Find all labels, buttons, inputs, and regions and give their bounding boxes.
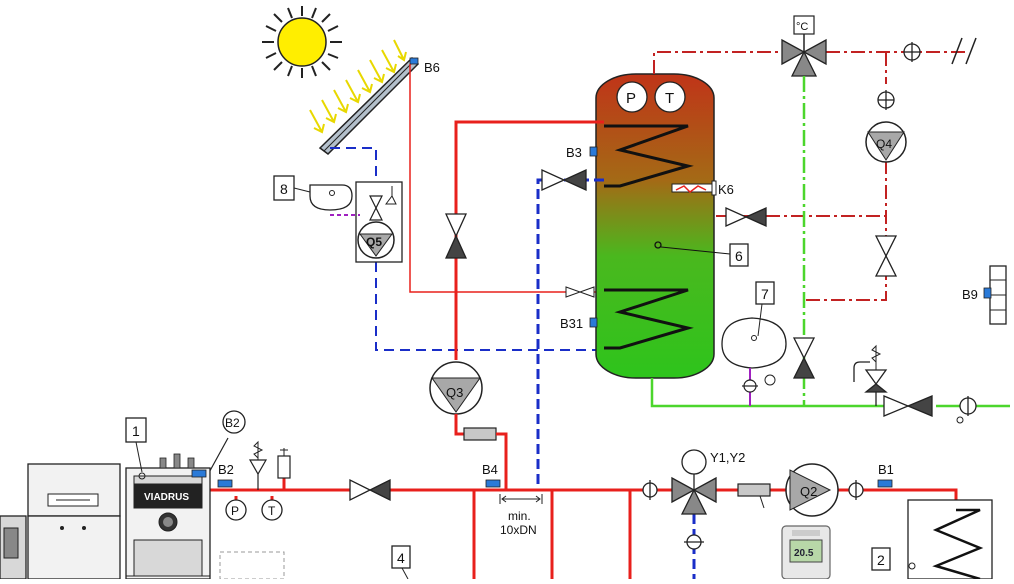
label-b4: B4 xyxy=(482,462,498,477)
thermometer-boiler xyxy=(261,499,283,521)
number-6: 6 xyxy=(735,248,743,264)
label-b6: B6 xyxy=(424,60,440,75)
solar-return-pipe xyxy=(330,147,598,351)
number-2: 2 xyxy=(877,552,885,568)
label-b9: B9 xyxy=(962,287,978,302)
pump-q3-label: Q3 xyxy=(446,385,463,400)
valve-dhw-circ xyxy=(874,235,898,277)
pump-q4 xyxy=(865,121,907,163)
label-y1y2: Y1,Y2 xyxy=(710,450,745,465)
check-valve-dhw-top xyxy=(903,42,921,62)
label-b31: B31 xyxy=(560,316,583,331)
sun xyxy=(262,6,342,78)
dhw-tap-hatch xyxy=(951,37,977,65)
valve-cold-inlet xyxy=(883,395,933,417)
valve-tank-charge xyxy=(444,213,468,259)
sensor-b2-boiler xyxy=(191,469,207,478)
label-b2: B2 xyxy=(218,462,234,477)
check-valve-q4 xyxy=(877,90,895,110)
sensor-b3 xyxy=(589,146,598,157)
label-b1: B1 xyxy=(878,462,894,477)
fuel-hopper xyxy=(0,463,121,580)
expansion-vessel-8 xyxy=(309,184,353,211)
number-8: 8 xyxy=(280,181,288,197)
air-vent xyxy=(277,448,291,479)
pump-q4-label: Q4 xyxy=(876,137,892,151)
label-10xdn: 10xDN xyxy=(500,523,537,537)
valve-cold-mixer xyxy=(792,337,816,379)
check-valve-cold xyxy=(956,396,977,424)
q3-to-header xyxy=(496,432,508,490)
label-min: min. xyxy=(508,509,531,523)
pressure-gauge-tank xyxy=(616,81,648,113)
check-valve-header xyxy=(642,480,658,500)
pump-q2 xyxy=(785,463,839,517)
label-b3: B3 xyxy=(566,145,582,160)
pump-q2-label: Q2 xyxy=(800,484,817,499)
valve-coil-return xyxy=(541,168,587,192)
sensor-b6 xyxy=(409,57,419,65)
min-distance-marker xyxy=(499,494,543,504)
heat-exchanger-2 xyxy=(907,499,993,581)
tank-charging-flow xyxy=(454,120,604,360)
controller-display: 20.5 xyxy=(794,548,814,559)
solar-flow-pipe xyxy=(409,64,620,293)
safety-valve-boiler xyxy=(248,440,268,490)
mixing-valve-y1y2 xyxy=(671,449,717,515)
room-controller xyxy=(781,525,831,580)
dashed-frame xyxy=(219,551,285,580)
number-1: 1 xyxy=(132,423,140,439)
sensor-b1 xyxy=(877,479,893,488)
sensor-b2-tag xyxy=(222,410,246,434)
valve-solar-flow xyxy=(565,286,595,298)
cold-water-line xyxy=(650,378,1010,408)
sensor-b31 xyxy=(589,317,598,328)
number-box-2 xyxy=(871,547,891,571)
filter-q3 xyxy=(463,427,497,441)
number-box-7 xyxy=(755,281,775,305)
pump-q5-label: Q5 xyxy=(366,235,382,249)
number-box-4 xyxy=(391,545,411,569)
safety-valve-dhw xyxy=(853,344,888,406)
sensor-b4 xyxy=(485,479,501,488)
filter-q2 xyxy=(737,483,771,509)
sun-rays xyxy=(309,39,407,134)
gauge-t-boiler: T xyxy=(268,504,276,518)
storage-tank-6 xyxy=(595,73,731,379)
label-k6: K6 xyxy=(718,182,734,197)
boiler-brand: VIADRUS xyxy=(144,492,189,503)
gauge-t-tank: T xyxy=(665,90,674,107)
sensor-b2 xyxy=(217,479,233,488)
solar-station-q5 xyxy=(355,181,403,263)
gauge-p-tank: P xyxy=(626,90,636,107)
number-7: 7 xyxy=(761,286,769,302)
check-valve-q2 xyxy=(848,480,864,500)
check-valve-cold-return xyxy=(684,534,704,550)
number-4: 4 xyxy=(397,550,405,566)
thermometer-tank xyxy=(654,81,686,113)
number-box-6 xyxy=(729,243,749,267)
boiler-1 xyxy=(125,453,211,580)
gauge-p-boiler: P xyxy=(231,504,239,518)
outdoor-sensor-b9 xyxy=(983,265,1007,325)
expansion-vessel-7 xyxy=(721,317,787,406)
valve-dhw-return xyxy=(725,206,767,228)
heater-k6 xyxy=(671,180,717,196)
valve-header xyxy=(349,478,391,502)
label-b2-circle: B2 xyxy=(225,416,240,430)
pressure-gauge-boiler xyxy=(225,499,247,521)
q3-outlet xyxy=(454,414,464,436)
tank-coil-return xyxy=(536,178,604,490)
label-celsius: °C xyxy=(796,21,808,33)
pump-q3 xyxy=(429,361,483,415)
main-header xyxy=(210,478,958,579)
solar-collector xyxy=(318,56,420,155)
